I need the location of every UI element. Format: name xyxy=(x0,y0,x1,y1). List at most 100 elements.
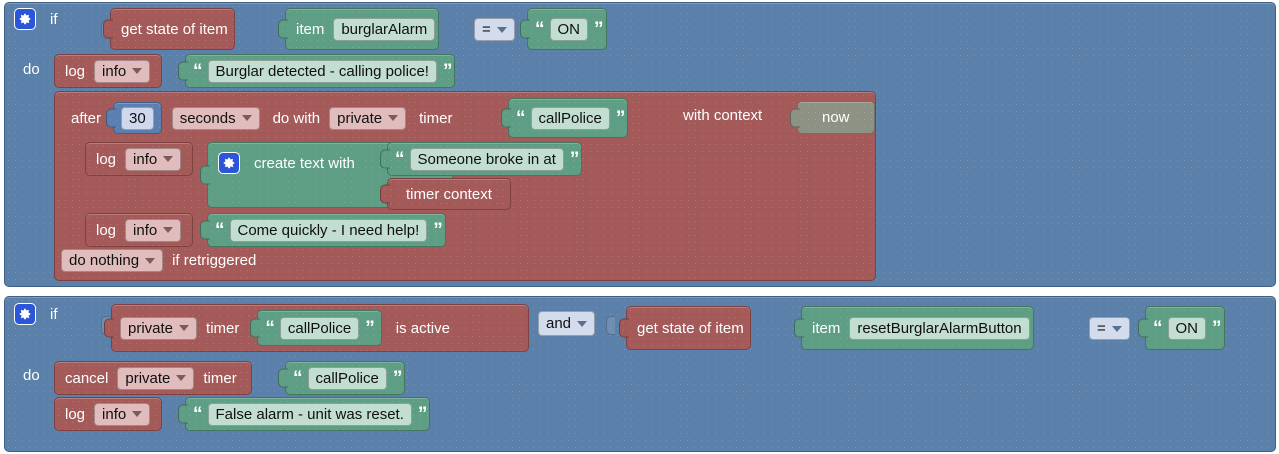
compare-value-block-2[interactable]: “ ON ” xyxy=(1145,306,1225,350)
log-block-3[interactable]: log info xyxy=(54,397,163,431)
cancel-scope-value: private xyxy=(125,369,171,387)
get-state-of-item-block-1[interactable]: get state of item xyxy=(110,8,235,50)
quote-close-icon-2: ” xyxy=(442,60,452,82)
with-context-label: with context xyxy=(683,107,763,124)
timer-context-label: timer context xyxy=(406,185,492,203)
timer-name-field-2[interactable]: callPolice xyxy=(279,316,360,340)
item-value-block-2[interactable]: item resetBurglarAlarmButton xyxy=(801,306,1034,350)
quote-close-icon-9: ” xyxy=(417,403,427,425)
quote-open-icon-3: “ xyxy=(516,107,525,129)
timer-is-active-block[interactable]: private timer “ callPolice ” is active xyxy=(111,304,529,352)
log-message-field-3[interactable]: False alarm - unit was reset. xyxy=(207,402,412,426)
cancel-scope-dropdown[interactable]: private xyxy=(117,366,195,390)
log-level-dropdown-2[interactable]: info xyxy=(125,147,182,171)
get-state-label-1: get state of item xyxy=(121,20,228,38)
log-level-dropdown-3[interactable]: info xyxy=(125,218,182,242)
log-level-dropdown-1[interactable]: info xyxy=(94,59,151,83)
timer-label-2: timer xyxy=(206,319,240,337)
chevron-down-icon xyxy=(496,26,507,33)
operator-value-2: = xyxy=(1097,320,1106,337)
quote-open-icon-4: “ xyxy=(395,148,404,170)
chevron-down-icon xyxy=(176,375,187,381)
text-part-1-field[interactable]: Someone broke in at xyxy=(409,147,564,171)
if-condition-socket-3 xyxy=(606,316,615,335)
do-label-2: do xyxy=(23,367,40,384)
quote-open-icon-5: “ xyxy=(215,219,224,241)
chevron-down-icon xyxy=(241,115,252,121)
chevron-down-icon xyxy=(132,68,143,74)
quote-open-icon-2: “ xyxy=(193,60,202,82)
gear-icon[interactable] xyxy=(14,8,36,30)
gear-icon[interactable] xyxy=(218,152,240,174)
cancel-timer-name-block[interactable]: “ callPolice ” xyxy=(285,361,406,395)
retrigger-action-dropdown[interactable]: do nothing xyxy=(61,249,164,272)
cancel-label: cancel xyxy=(65,369,109,387)
timer-block-1[interactable]: after 30 seconds do with private timer “… xyxy=(54,91,876,281)
item-name-field-1[interactable]: burglarAlarm xyxy=(333,17,436,41)
cancel-timer-name-field[interactable]: callPolice xyxy=(307,366,387,390)
operator-dropdown-1[interactable]: = xyxy=(474,18,515,41)
timer-scope-dropdown-2[interactable]: private xyxy=(120,316,198,340)
cancel-timer-block[interactable]: cancel private timer xyxy=(54,361,252,395)
timer-scope-dropdown[interactable]: private xyxy=(329,106,407,130)
compare-value-block-1[interactable]: “ ON ” xyxy=(527,8,607,50)
operator-dropdown-2[interactable]: = xyxy=(1089,317,1130,340)
log-block-2[interactable]: log info xyxy=(85,213,194,247)
is-active-label: is active xyxy=(395,319,450,337)
item-label-1: item xyxy=(296,20,325,38)
time-unit-dropdown[interactable]: seconds xyxy=(171,106,260,130)
log-level-value-4: info xyxy=(102,405,127,423)
log-label-3: log xyxy=(96,221,117,239)
chevron-down-icon xyxy=(145,257,156,264)
chevron-down-icon xyxy=(388,115,399,121)
log-message-block-2[interactable]: “ Come quickly - I need help! ” xyxy=(207,213,446,247)
log-block-1[interactable]: log info xyxy=(54,54,163,88)
if-block-1[interactable]: if do get state of item item burglarAlar… xyxy=(4,2,1276,287)
context-now-block[interactable]: now xyxy=(797,101,875,134)
log-level-value-2: info xyxy=(133,150,158,168)
logic-operator-dropdown[interactable]: and xyxy=(538,311,596,336)
if-block-2[interactable]: if do private timer “ callPolice ” is ac… xyxy=(4,296,1276,452)
timer-name-block-2[interactable]: “ callPolice ” xyxy=(257,310,382,346)
timer-scope-value-2: private xyxy=(128,319,174,337)
quote-close-icon-1: ” xyxy=(594,18,603,40)
item-name-field-2[interactable]: resetBurglarAlarmButton xyxy=(849,316,1030,340)
log-message-block-3[interactable]: “ False alarm - unit was reset. ” xyxy=(185,397,431,431)
log-label-4: log xyxy=(65,405,86,423)
quote-close-icon-4: ” xyxy=(569,148,579,170)
log-message-field-1[interactable]: Burglar detected - calling police! xyxy=(207,59,437,83)
delay-field[interactable]: 30 xyxy=(121,106,154,130)
timer-name-field[interactable]: callPolice xyxy=(530,106,610,130)
logic-operator-value: and xyxy=(546,315,572,332)
quote-close-icon-3: ” xyxy=(615,107,625,129)
quote-open-icon-7: “ xyxy=(1153,317,1162,339)
get-state-label-2: get state of item xyxy=(637,319,744,337)
log-level-dropdown-4[interactable]: info xyxy=(94,402,151,426)
get-state-of-item-block-2[interactable]: get state of item xyxy=(626,306,751,350)
timer-scope-value: private xyxy=(337,109,383,127)
item-value-block-1[interactable]: item burglarAlarm xyxy=(285,8,440,50)
quote-close-icon-6: ” xyxy=(365,317,374,339)
text-part-1-block[interactable]: “ Someone broke in at ” xyxy=(387,142,583,176)
compare-value-field-2[interactable]: ON xyxy=(1167,316,1206,340)
context-now-label: now xyxy=(822,109,850,126)
log-create-text-block[interactable]: log info xyxy=(85,142,194,176)
quote-close-icon-5: ” xyxy=(433,219,442,241)
quote-close-icon-7: ” xyxy=(1212,317,1221,339)
retrigger-action-value: do nothing xyxy=(69,252,140,269)
chevron-down-icon xyxy=(1111,325,1122,332)
timer-context-block[interactable]: timer context xyxy=(387,178,511,210)
gear-icon[interactable] xyxy=(14,303,36,325)
quote-open-icon-6: “ xyxy=(265,317,274,339)
timer-name-block[interactable]: “ callPolice ” xyxy=(508,98,629,138)
log-message-block-1[interactable]: “ Burglar detected - calling police! ” xyxy=(185,54,456,88)
log-message-field-2[interactable]: Come quickly - I need help! xyxy=(229,218,428,242)
log-level-value-1: info xyxy=(102,62,127,80)
log-label-2: log xyxy=(96,150,117,168)
chevron-down-icon xyxy=(179,325,190,331)
delay-number-block[interactable]: 30 xyxy=(113,102,162,134)
compare-value-field-1[interactable]: ON xyxy=(549,17,588,41)
timer-label-3: timer xyxy=(203,369,237,387)
create-text-label: create text with xyxy=(254,154,355,172)
